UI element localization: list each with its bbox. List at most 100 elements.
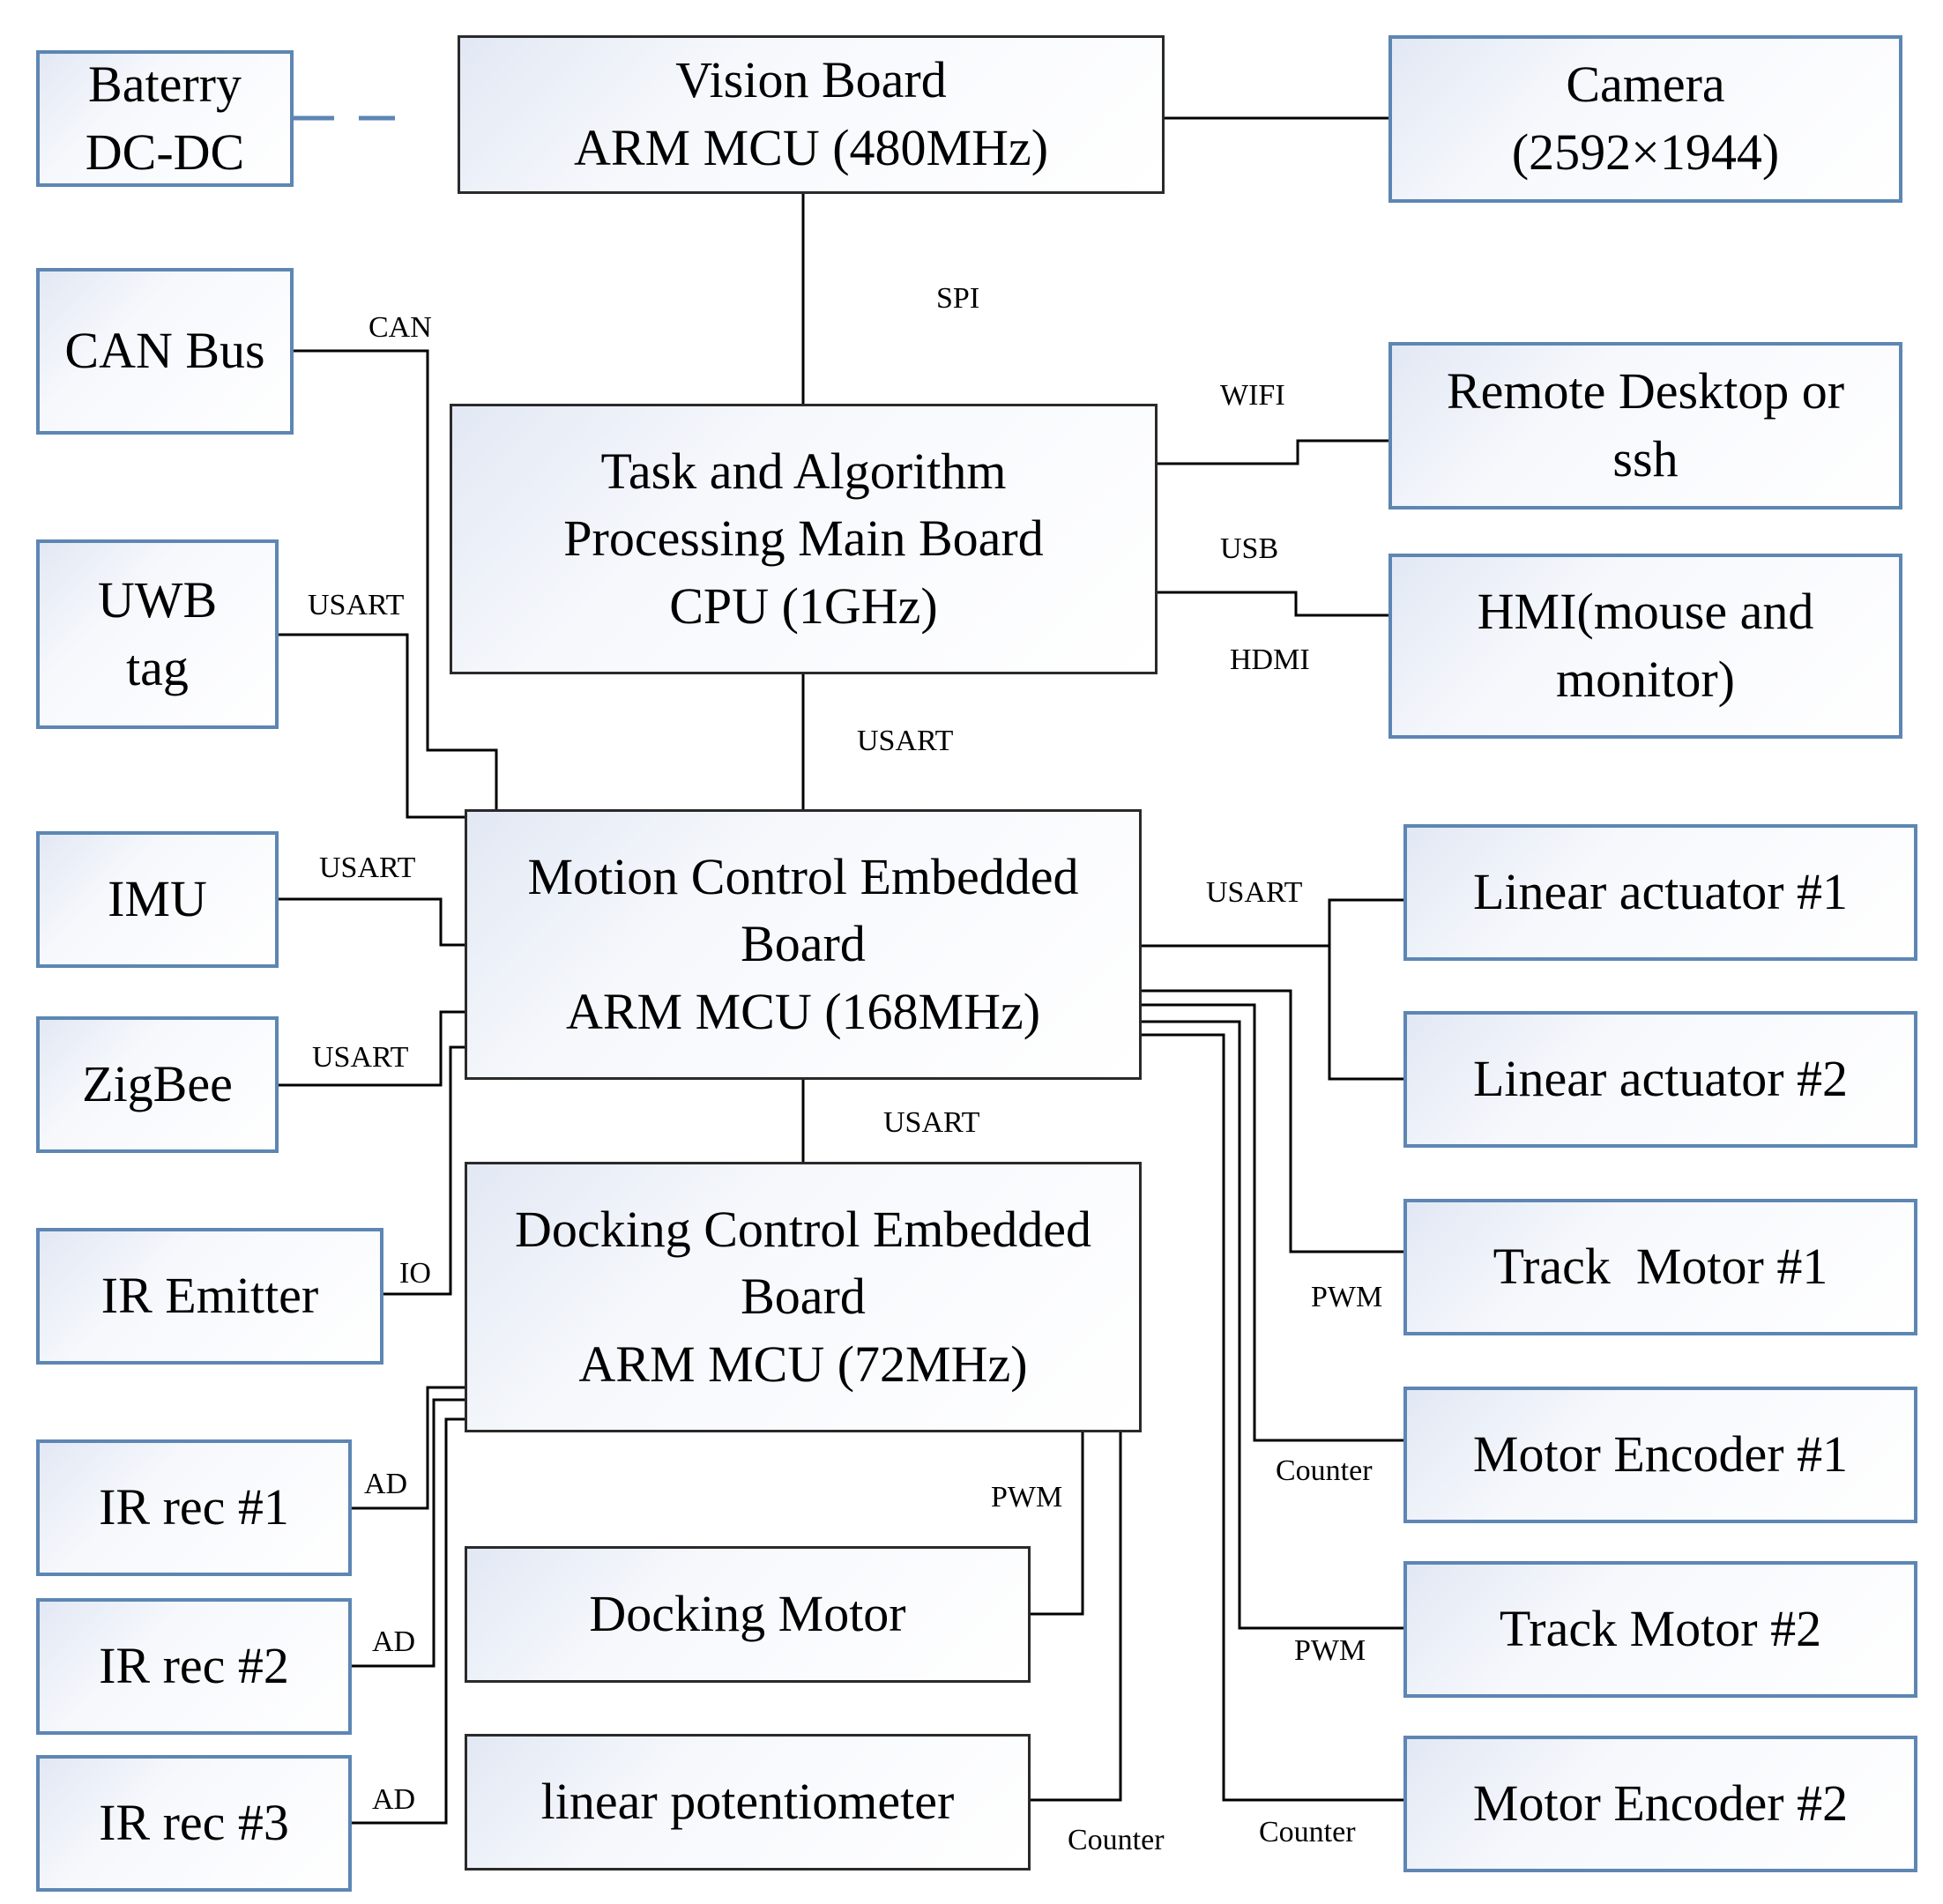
wire-motor-enc-1 [1141,1003,1403,1442]
track-motor-2-label: Track Motor #2 [1499,1600,1822,1658]
wire-can [292,349,498,809]
linear-potentiometer-label: linear potentiometer [540,1773,955,1831]
label-usart-actuators: USART [1206,876,1303,909]
label-hdmi: HDMI [1230,643,1310,676]
label-usart-imu: USART [319,852,416,884]
ir-emitter-block: IR Emitter [36,1228,383,1365]
label-counter-enc-2: Counter [1259,1816,1356,1848]
wire-uwb [278,633,465,819]
label-usart-motion-docking: USART [883,1106,980,1139]
can-bus-block: CAN Bus [36,268,294,435]
zigbee-block: ZigBee [36,1016,279,1153]
hmi-line1: HMI(mouse and [1477,583,1814,641]
camera-line1: Camera [1566,56,1725,114]
hmi-line2: monitor) [1556,651,1735,708]
label-usart-main-motion: USART [857,725,954,757]
track-motor-1-block: Track Motor #1 [1403,1199,1917,1335]
linear-actuator-2-block: Linear actuator #2 [1403,1011,1917,1148]
wire-ir-rec-3 [351,1417,465,1825]
wire-lin-act-1 [1141,898,1403,948]
linear-actuator-2-label: Linear actuator #2 [1472,1050,1849,1108]
camera-block: Camera (2592×1944) [1388,35,1902,203]
linear-actuator-1-label: Linear actuator #1 [1472,863,1849,921]
motion-line2: Board [741,915,866,973]
label-io: IO [399,1257,431,1290]
linear-potentiometer-block: linear potentiometer [465,1734,1031,1871]
wire-main-hmi-usb [1157,591,1388,617]
wire-zigbee [278,1010,465,1087]
zigbee-label: ZigBee [82,1055,233,1113]
motor-encoder-2-block: Motor Encoder #2 [1403,1736,1917,1872]
remote-line1: Remote Desktop or [1446,362,1845,420]
wire-lin-pot-counter [1030,1432,1122,1802]
docking-line3: ARM MCU (72MHz) [578,1335,1028,1393]
label-ad-3: AD [372,1783,416,1816]
wire-main-remote-wifi [1157,439,1388,465]
vision-line2: ARM MCU (480MHz) [573,119,1049,176]
ir-rec-2-block: IR rec #2 [36,1598,352,1735]
label-counter-pot: Counter [1068,1824,1165,1856]
ir-rec-1-label: IR rec #1 [99,1478,289,1536]
label-counter-enc-1: Counter [1276,1454,1373,1487]
uwb-line2: tag [126,638,189,696]
label-usb: USB [1220,532,1279,565]
label-spi: SPI [936,282,980,315]
ir-rec-3-label: IR rec #3 [99,1794,289,1852]
linear-actuator-1-block: Linear actuator #1 [1403,824,1917,961]
wire-lin-act-2 [1328,946,1403,1081]
label-pwm-track-2: PWM [1294,1634,1366,1667]
docking-line2: Board [741,1268,866,1326]
main-board-line1: Task and Algorithm [600,442,1007,500]
ir-emitter-label: IR Emitter [100,1267,319,1325]
motor-encoder-1-label: Motor Encoder #1 [1472,1425,1849,1484]
motor-encoder-2-label: Motor Encoder #2 [1472,1774,1849,1833]
wire-ir-rec-2 [351,1398,465,1668]
label-usart-uwb: USART [308,589,405,621]
label-ad-1: AD [364,1468,408,1500]
ir-rec-2-label: IR rec #2 [99,1637,289,1695]
track-motor-2-block: Track Motor #2 [1403,1561,1917,1698]
battery-line1: Baterry [88,55,242,113]
wire-track-motor-2 [1141,1020,1403,1630]
uwb-line1: UWB [97,570,218,628]
label-ad-2: AD [372,1625,416,1658]
remote-desktop-block: Remote Desktop or ssh [1388,342,1902,509]
docking-motor-label: Docking Motor [589,1585,906,1643]
wire-motor-enc-2 [1141,1033,1403,1802]
remote-line2: ssh [1612,430,1679,487]
motion-line1: Motion Control Embedded [527,847,1079,905]
label-pwm-docking: PWM [991,1481,1063,1514]
imu-label: IMU [108,870,207,928]
wire-docking-motor-pwm [1030,1432,1084,1616]
imu-block: IMU [36,831,279,968]
wire-ir-rec-1 [351,1386,465,1510]
docking-motor-block: Docking Motor [465,1546,1031,1683]
battery-line2: DC-DC [85,123,245,181]
vision-line1: Vision Board [675,51,947,109]
label-pwm-track-1: PWM [1311,1281,1383,1313]
main-board-line2: Processing Main Board [563,509,1044,568]
camera-line2: (2592×1944) [1511,123,1780,181]
motor-encoder-1-block: Motor Encoder #1 [1403,1387,1917,1523]
label-can: CAN [368,311,432,344]
wire-track-motor-1 [1141,989,1403,1253]
motion-line3: ARM MCU (168MHz) [565,982,1041,1040]
wire-imu [278,897,465,947]
track-motor-1-label: Track Motor #1 [1493,1238,1828,1296]
ir-rec-1-block: IR rec #1 [36,1439,352,1576]
ir-rec-3-block: IR rec #3 [36,1755,352,1892]
uwb-tag-block: UWB tag [36,539,279,729]
hmi-block: HMI(mouse and monitor) [1388,554,1902,739]
wire-ir-emitter [383,1045,465,1296]
main-board-line3: CPU (1GHz) [669,576,938,635]
label-usart-zigbee: USART [312,1041,409,1074]
label-wifi: WIFI [1220,379,1285,412]
can-bus-label: CAN Bus [64,322,265,380]
docking-line1: Docking Control Embedded [514,1200,1091,1258]
